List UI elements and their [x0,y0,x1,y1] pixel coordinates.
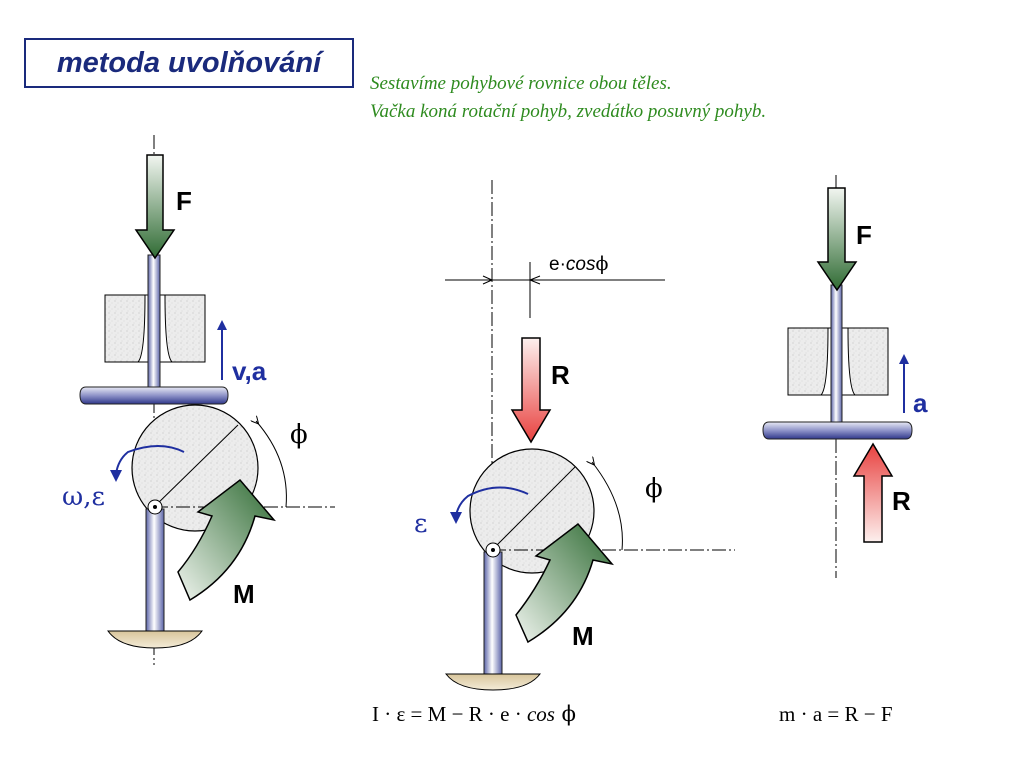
omega-eps-arc [115,445,185,475]
left-assembly: F v,a ϕ ω,ε M [62,135,335,665]
left-follower-plate [79,386,229,405]
middle-support-column [483,551,503,675]
right-follower-plate [762,421,913,440]
middle-moment-arrow [515,522,614,644]
va-label: v,a [232,356,267,386]
middle-phi-label: ϕ [645,474,663,504]
left-guide-block-left [104,294,146,363]
right-assembly: F a R [762,175,928,578]
middle-cam-radius [491,466,576,551]
left-moment-arrow [177,478,276,602]
subtitle: Sestavíme pohybové rovnice obou těles. V… [370,70,990,126]
left-force-f-arrow [134,154,176,260]
right-guide-block-left [787,327,829,396]
page-title: metoda uvolňování [56,46,322,79]
right-force-f-arrow [816,187,858,292]
middle-m-label: M [572,621,594,651]
left-m-label: M [233,579,255,609]
middle-eps-label: ε [414,509,427,539]
right-force-r-arrow [852,442,894,543]
left-phi-arc [256,421,287,508]
left-support-column [145,508,165,632]
middle-phi-arc [592,462,623,551]
title-box: metoda uvolňování [24,38,354,88]
left-phi-label: ϕ [290,420,308,450]
subtitle-line-2: Vačka koná rotační pohyb, zvedátko posuv… [370,101,767,122]
a-label: a [913,388,928,418]
right-f-label: F [856,220,872,250]
middle-ground [444,673,542,691]
equation-cam: I · ε = M − R · e · cos ϕ [372,702,576,726]
omega-eps-label: ω,ε [62,482,105,512]
dim-label: e·cosϕ [549,253,608,275]
subtitle-line-1: Sestavíme pohybové rovnice obou těles. [370,73,672,94]
middle-eps-arc [455,486,529,517]
left-ground [107,630,203,649]
right-follower-rod [830,284,843,426]
middle-r-label: R [551,360,570,390]
right-r-label: R [892,486,911,516]
left-cam-radius [153,424,239,508]
middle-assembly: e·cosϕ R ϕ ε M [414,180,735,691]
right-guide-block-right [847,327,889,396]
middle-force-r-arrow [510,337,552,444]
equation-follower: m · a = R − F [779,702,893,726]
left-guide-block-right [164,294,206,363]
left-f-label: F [176,186,192,216]
left-follower-rod [147,254,161,391]
